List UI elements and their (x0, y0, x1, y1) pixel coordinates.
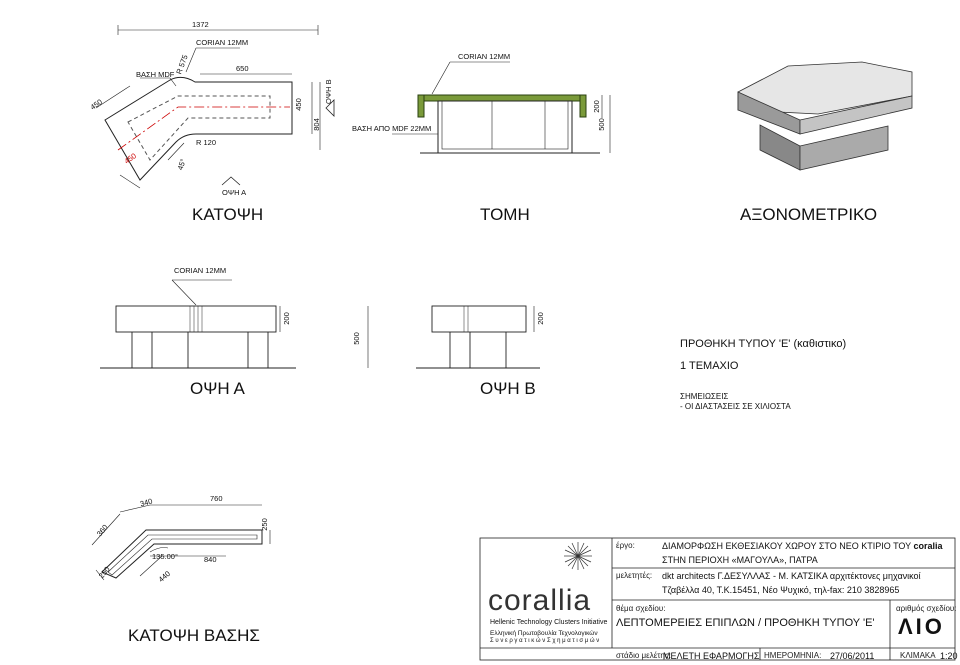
tb-designers-line-1: dkt architects Γ.ΔΕΣΥΛΛΑΣ - Μ. ΚΑΤΣΙΚΑ α… (662, 571, 921, 581)
corallia-logo-sub-1: Hellenic Technology Clusters Initiative (490, 619, 608, 626)
tb-theme-key: θέμα σχεδίου: (616, 604, 666, 613)
base-dim-250-right: 250 (259, 518, 269, 531)
corallia-logo-sub-2: Ελληνική Πρωτοβουλία Τεχνολογικών (490, 630, 598, 637)
elev-a-dim-200: 200 (281, 312, 291, 325)
elevation-a-drawing (100, 279, 369, 369)
section-corian-label: CORIAN 12MM (458, 52, 511, 61)
plan-view-b-marker: ΟΨΗ Β (324, 79, 333, 104)
tb-drawing-no-key: αριθμός σχεδίου: (896, 604, 957, 613)
elev-b-dim-200: 200 (535, 312, 545, 325)
tb-drawing-no: ΛΙΟ (898, 614, 945, 639)
plan-r120-label: R 120 (196, 138, 217, 147)
plan-dim-1372: 1372 (192, 20, 209, 29)
base-dim-760: 760 (210, 494, 223, 503)
elev-a-corian-label: CORIAN 12MM (174, 266, 227, 275)
tb-designers-key: μελετητές: (616, 571, 653, 580)
section-dim-200: 200 (591, 100, 601, 113)
tb-designers-line-2: Τζαβέλλα 40, Τ.Κ.15451, Νέο Ψυχικό, τηλ-… (662, 585, 900, 595)
elev-a-title: ΟΨΗ Α (190, 379, 245, 398)
tb-date-key: ΗΜΕΡΟΜΗΝΙΑ: (764, 651, 822, 660)
elev-b-title: ΟΨΗ Β (480, 379, 536, 398)
plan-dim-450-right: 450 (293, 98, 303, 111)
corallia-logo-mark (564, 542, 592, 570)
corallia-logo-sub-3: Σ υ ν ε ρ γ α τ ι κ ώ ν Σ χ η μ α τ ι σ … (490, 638, 600, 644)
plan-corian-label: CORIAN 12MM (196, 38, 249, 47)
tb-scale-key: ΚΛΙΜΑΚΑ (900, 651, 936, 660)
base-plan-title: ΚΑΤΟΨΗ ΒΑΣΗΣ (128, 626, 260, 645)
tb-scale: 1:20 (940, 651, 958, 661)
tb-stage-key: στάδιο μελέτης: (616, 651, 671, 660)
tb-project-brand: coralia (913, 541, 943, 551)
quantity-label: 1 ΤΕΜΑΧΙΟ (680, 360, 739, 372)
plan-title: ΚΑΤΟΨΗ (192, 205, 264, 224)
plan-dim-650: 650 (236, 64, 249, 73)
tb-date: 27/06/2011 (830, 651, 875, 661)
title-block-frame (479, 537, 956, 661)
section-base-label: ΒΑΣΗ ΑΠΟ MDF 22MM (352, 124, 432, 133)
tb-project-text: ΔΙΑΜΟΡΦΩΣΗ ΕΚΘΕΣΙΑΚΟΥ ΧΩΡΟΥ ΣΤΟ ΝΕΟ ΚΤΙΡ… (662, 541, 914, 551)
plan-dim-804: 804 (311, 118, 321, 131)
plan-drawing (95, 25, 335, 189)
elev-a-dim-500: 500 (351, 332, 361, 345)
plan-base-mdf-label: ΒΑΣΗ MDF (136, 70, 175, 79)
section-drawing (392, 61, 611, 154)
remarks-line-1: - ΟΙ ΔΙΑΣΤΑΣΕΙΣ ΣΕ ΧΙΛΙΟΣΤΑ (680, 402, 791, 411)
tb-project-line-2: ΣΤΗΝ ΠΕΡΙΟΧΗ «ΜΑΓΟΥΛΑ», ΠΑΤΡΑ (662, 555, 818, 565)
base-angle: 135.00° (152, 552, 178, 561)
corallia-logo-word: corallia (488, 584, 592, 617)
axo-drawing (737, 61, 913, 171)
section-dim-500: 500 (596, 118, 606, 131)
axo-title: ΑΞΟΝΟΜΕΤΡΙΚΟ (740, 205, 878, 224)
plan-view-a-marker: ΟΨΗ Α (222, 188, 247, 197)
elevation-b-drawing (416, 305, 540, 369)
base-plan-drawing (91, 504, 271, 581)
section-title: ΤΟΜΗ (480, 205, 530, 224)
tb-stage: ΜΕΛΕΤΗ ΕΦΑΡΜΟΓΗΣ (663, 651, 760, 661)
tb-project-line-1: ΔΙΑΜΟΡΦΩΣΗ ΕΚΘΕΣΙΑΚΟΥ ΧΩΡΟΥ ΣΤΟ ΝΕΟ ΚΤΙΡ… (662, 541, 943, 551)
base-dim-840: 840 (204, 555, 217, 564)
remarks-title: ΣΗΜΕΙΩΣΕΙΣ (680, 392, 729, 401)
tb-theme: ΛΕΠΤΟΜΕΡΕΙΕΣ ΕΠΙΠΛΩΝ / ΠΡΟΘΗΚΗ ΤΥΠΟΥ 'Ε' (616, 617, 875, 629)
showcase-title: ΠΡΟΘΗΚΗ ΤΥΠΟΥ 'Ε' (καθιστικο) (680, 338, 847, 350)
tb-project-key: έργο: (616, 541, 635, 550)
